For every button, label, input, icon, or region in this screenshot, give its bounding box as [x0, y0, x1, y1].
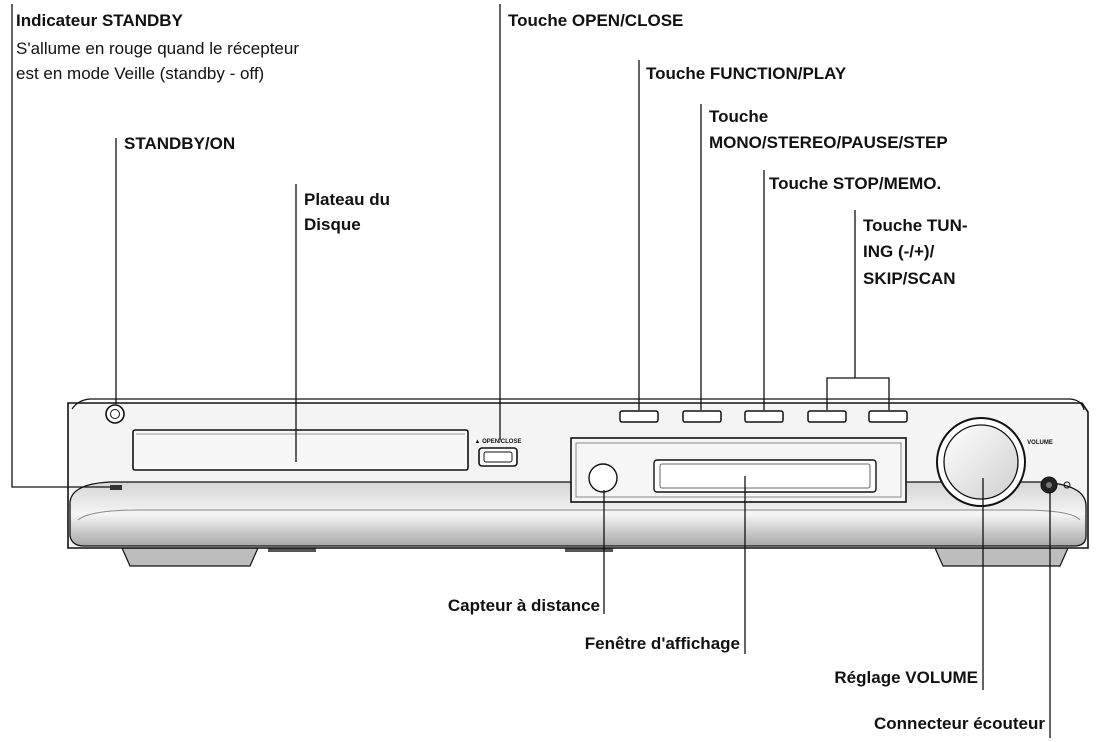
label-standby-on: STANDBY/ON [124, 134, 236, 153]
open-close-marking: ▲ OPEN/CLOSE [475, 439, 522, 445]
label-standby-indicator-desc-2: est en mode Veille (standby - off) [16, 64, 265, 83]
open-close-button[interactable] [478, 447, 518, 467]
headphone-icon [1063, 481, 1071, 489]
label-remote-sensor: Capteur à distance [447, 596, 600, 615]
label-volume-control: Réglage VOLUME [834, 668, 978, 687]
disc-tray[interactable] [132, 429, 469, 471]
leader-standby-indicator [11, 4, 110, 488]
label-tuning-2: ING (-/+)/ [863, 242, 935, 261]
headphone-jack[interactable] [1040, 476, 1058, 494]
label-mono-stereo-1: Touche [709, 107, 769, 126]
display-window [653, 459, 877, 493]
label-mono-stereo-2: MONO/STEREO/PAUSE/STEP [709, 133, 948, 152]
label-tuning-3: SKIP/SCAN [863, 269, 956, 288]
device-feet [121, 546, 1069, 567]
function-play-button[interactable] [619, 410, 659, 423]
label-function-play: Touche FUNCTION/PLAY [646, 64, 847, 83]
label-tuning-1: Touche TUN- [863, 216, 968, 235]
volume-knob[interactable] [936, 417, 1026, 507]
volume-marking: VOLUME [1027, 440, 1053, 446]
label-stop-memo: Touche STOP/MEMO. [769, 174, 942, 193]
label-standby-indicator-desc-1: S'allume en rouge quand le récepteur [16, 39, 299, 58]
leader-lines [11, 4, 1051, 738]
remote-sensor [588, 463, 618, 493]
leader-tuning-bracket [826, 377, 890, 410]
label-display-window: Fenêtre d'affichage [584, 634, 740, 653]
label-open-close: Touche OPEN/CLOSE [508, 11, 684, 30]
tuning-plus-button[interactable] [868, 410, 908, 423]
tuning-minus-button[interactable] [807, 410, 847, 423]
standby-on-button[interactable] [105, 404, 125, 424]
mono-stereo-pause-step-button[interactable] [682, 410, 722, 423]
label-standby-indicator-title: Indicateur STANDBY [16, 11, 183, 30]
stop-memo-button[interactable] [744, 410, 784, 423]
label-disc-tray-1: Plateau du [304, 190, 390, 209]
standby-indicator-led [110, 485, 122, 490]
label-headphone-jack: Connecteur écouteur [874, 714, 1045, 733]
label-disc-tray-2: Disque [304, 215, 361, 234]
